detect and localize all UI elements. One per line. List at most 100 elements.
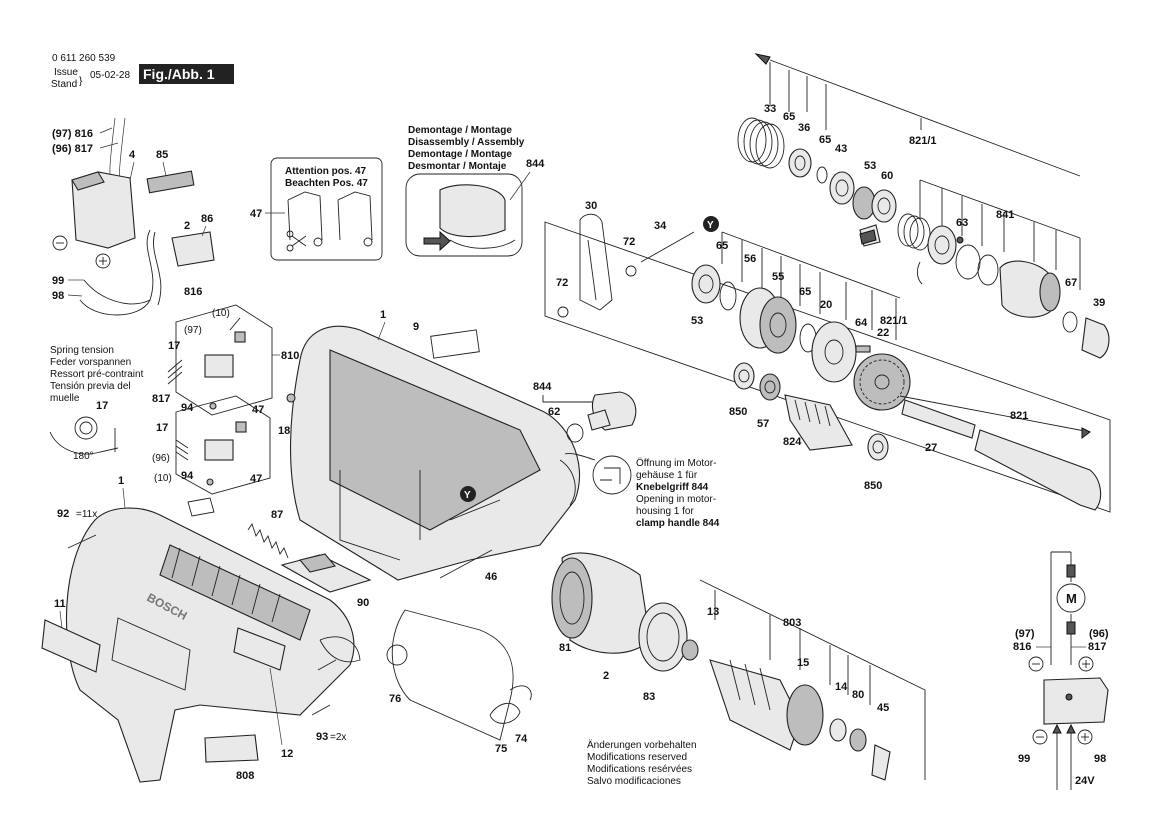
part-label: 810 — [281, 350, 299, 362]
bearing-850-shape — [733, 362, 755, 390]
disassembly-illustration-frame — [405, 173, 523, 257]
fuse-icon — [1066, 621, 1076, 635]
o-ring-62 — [566, 423, 584, 443]
hub-20-shape — [811, 321, 857, 383]
opening-note-line: Öffnung im Motor- — [636, 457, 716, 469]
part-label: 76 — [389, 693, 401, 705]
brush-group-upper: 816 (10) (97) 17 810 94 47 — [167, 286, 299, 416]
seal-group: 76 75 74 — [386, 609, 532, 755]
explosion-frame — [544, 221, 1111, 513]
part-label: 9 — [413, 321, 419, 333]
pin-46-shape — [439, 549, 493, 579]
part-label: 850 — [729, 406, 747, 418]
part-label: 15 — [797, 657, 809, 669]
brace-icon: } — [79, 76, 83, 87]
part-label: 83 — [643, 691, 655, 703]
bearing-80-shape — [849, 728, 867, 752]
part-label: 94 — [181, 402, 194, 414]
part-label: 816 — [1013, 641, 1031, 653]
seal-60-shape — [871, 189, 897, 223]
part-label: 45 — [877, 702, 889, 714]
part-label: 53 — [864, 160, 876, 172]
part-label: 47 — [250, 208, 262, 220]
part-label: (10) — [154, 473, 172, 484]
part-label: 13 — [707, 606, 719, 618]
part-label: 803 — [783, 617, 801, 629]
attention-line-1: Attention pos. 47 — [285, 166, 367, 177]
plus-terminal-icon — [95, 253, 111, 269]
part-label: (97) — [1015, 628, 1035, 640]
part-label: 94 — [181, 470, 194, 482]
part-label: (97) 816 — [52, 128, 93, 140]
gear-train-group: 53 65 56 55 65 20 64 22 821/1 — [691, 231, 911, 411]
part-label: 75 — [495, 743, 507, 755]
terminal-block-shape — [171, 231, 215, 267]
part-label: 98 — [52, 290, 64, 302]
modifications-note: Änderungen vorbehalten Modifications res… — [587, 739, 697, 787]
pin-34-shape — [640, 231, 695, 263]
intermediate-shaft-824-shape — [784, 394, 853, 451]
part-label: 17 — [156, 422, 168, 434]
modifications-line: Modifications reserved — [587, 752, 687, 763]
part-label: (96) — [1089, 628, 1109, 640]
part-label: (10) — [212, 308, 230, 319]
quantity-label: =11x — [76, 509, 97, 520]
explosion-frame — [699, 579, 926, 780]
part-label: (97) — [184, 325, 202, 336]
brush-holder-clip-icon — [337, 191, 373, 241]
issue-date: 05-02-28 — [90, 70, 130, 81]
minus-terminal-icon — [52, 235, 68, 251]
plus-terminal-icon — [1078, 656, 1094, 672]
part-label: 80 — [852, 689, 864, 701]
bracket-30-shape — [579, 213, 613, 311]
part-label: 2 — [184, 220, 190, 232]
part-label: 20 — [820, 299, 832, 311]
opening-note-line: Opening in motor- — [636, 494, 716, 505]
spring-icon — [167, 359, 183, 385]
ring-36-shape — [788, 148, 812, 178]
brush-holder-clip-icon — [287, 191, 323, 241]
angle-label: 180° — [73, 451, 94, 462]
brush-group-lower: 817 17 (96) (10) 94 47 — [152, 393, 271, 517]
spring-coil-icon — [74, 416, 98, 440]
spring-note-line: Ressort pré-contraint — [50, 369, 144, 380]
part-label: 43 — [835, 143, 847, 155]
plus-terminal-icon — [1077, 729, 1093, 745]
opening-note-line: clamp handle 844 — [636, 518, 720, 529]
clutch-55-shape — [759, 296, 797, 354]
opening-note-line: gehäuse 1 für — [636, 470, 698, 481]
part-label: 2 — [603, 670, 609, 682]
part-label: 844 — [526, 158, 545, 170]
brush-holder-shape — [204, 439, 234, 461]
spring-33-shape — [737, 117, 785, 169]
doc-number: 0 611 260 539 — [52, 53, 116, 64]
spring-icon — [175, 439, 189, 461]
spring-87-shape — [247, 522, 289, 559]
part-label: 92 — [57, 508, 69, 520]
attention-note: Attention pos. 47 Beachten Pos. 47 47 — [250, 157, 383, 261]
part-label: 17 — [168, 340, 180, 352]
clamp-handle-group: 844 62 — [533, 381, 637, 443]
part-label: 34 — [654, 220, 667, 232]
washer-14-shape — [829, 718, 847, 742]
arrow-icon — [423, 230, 451, 252]
opening-detail-circle — [592, 455, 632, 495]
label-12-shape — [233, 627, 286, 671]
part-label: 64 — [855, 317, 868, 329]
part-label: 86 — [201, 213, 213, 225]
spring-note-line: Feder vorspannen — [50, 357, 131, 368]
reference-badge-y — [703, 216, 719, 232]
motor-symbol-label: M — [1066, 591, 1077, 606]
motor-housing: 1 9 18 Y 46 — [278, 309, 581, 583]
part-label: 47 — [250, 473, 262, 485]
part-label: 821 — [1010, 410, 1028, 422]
drill-body-shape — [65, 507, 355, 783]
gasket-76-shape — [391, 609, 514, 741]
modifications-line: Änderungen vorbehalten — [587, 739, 697, 751]
part-label: 33 — [764, 103, 776, 115]
part-label: 65 — [799, 286, 811, 298]
part-label: 4 — [129, 149, 136, 161]
spring-63-shape — [897, 213, 931, 251]
figure-label-box — [139, 64, 234, 84]
spindle-27-shape — [901, 399, 976, 439]
